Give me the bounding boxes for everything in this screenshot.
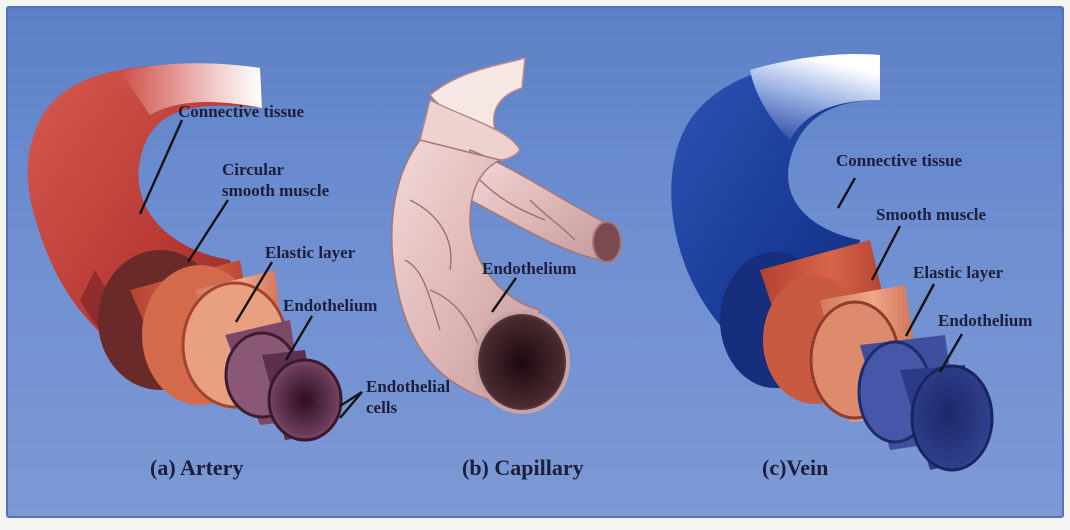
vein-label-smooth-muscle: Smooth muscle — [876, 205, 986, 224]
capillary-lumen — [476, 312, 568, 412]
capillary-illustration — [392, 58, 621, 412]
capillary-label-endothelium: Endothelium — [482, 259, 576, 278]
artery-label-circular-line2: smooth muscle — [222, 181, 330, 200]
vein-label-endothelium: Endothelium — [938, 311, 1032, 330]
captions: (a) Artery (b) Capillary (c)Vein — [150, 455, 828, 480]
vein-illustration — [671, 54, 992, 470]
vein-lumen — [912, 366, 992, 470]
caption-artery: (a) Artery — [150, 455, 243, 480]
vein-label-elastic-layer: Elastic layer — [913, 263, 1004, 282]
artery-lumen — [269, 360, 341, 440]
artery-label-circular-line1: Circular — [222, 160, 284, 179]
artery-label-endothelium: Endothelium — [283, 296, 377, 315]
artery-label-endothelial-line1: Endothelial — [366, 377, 450, 396]
artery-label-elastic-layer: Elastic layer — [265, 243, 356, 262]
caption-vein: (c)Vein — [762, 455, 828, 480]
vein-label-connective-tissue: Connective tissue — [836, 151, 963, 170]
artery-label-endothelial-line2: cells — [366, 398, 398, 417]
caption-capillary: (b) Capillary — [462, 455, 584, 480]
artery-label-connective-tissue: Connective tissue — [178, 102, 305, 121]
